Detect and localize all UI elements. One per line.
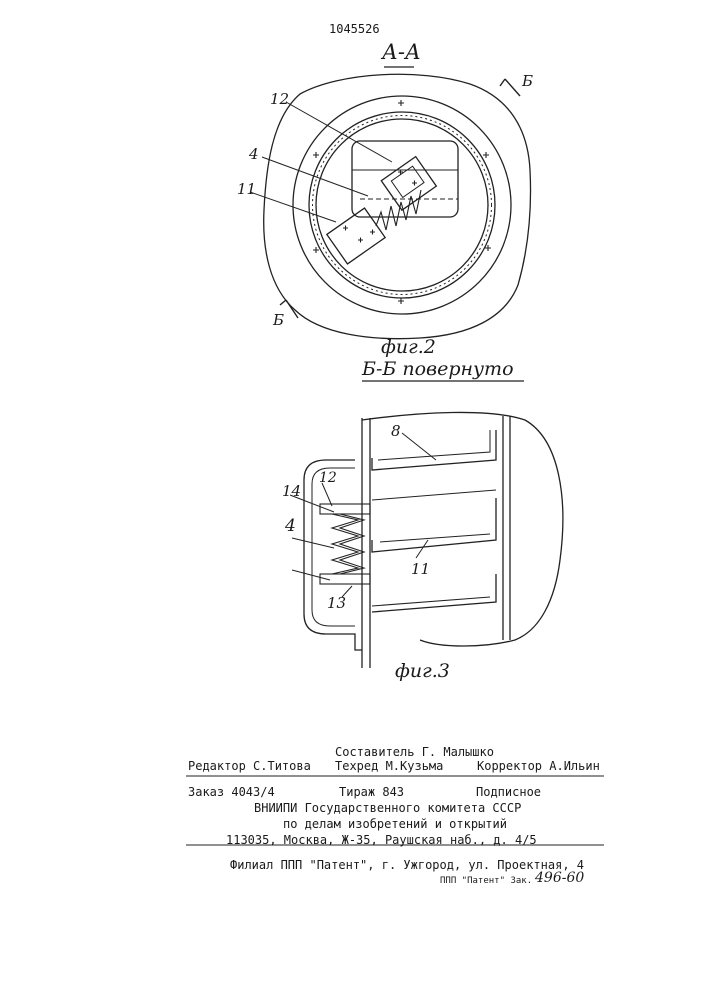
fig2-block-12 [381,157,436,211]
fig3-label-14: 14 [282,482,301,500]
imprint-org-line2: по делам изобретений и открытий [283,817,507,831]
fig3-cup-11 [372,498,496,552]
fig3-label-13: 13 [327,594,346,612]
imprint-order: Заказ 4043/4 [188,785,275,799]
fig3-caption: фиг.3 [395,660,450,682]
fig2-label-11: 11 [237,180,256,198]
imprint-compiler: Составитель Г. Малышко [335,745,494,759]
imprint-circulation: Тираж 843 [339,785,404,799]
imprint-org-line1: ВНИИПИ Государственного комитета СССР [254,801,521,815]
imprint-stamp-hand: 496-60 [535,870,584,886]
imprint-editor: Редактор С.Титова [188,759,311,773]
fig2-cut-mark-top: Б [522,72,533,90]
imprint-subscription: Подписное [476,785,541,799]
fig3-drawing [290,381,563,668]
fig2-window [352,141,458,217]
fig2-outer-boundary [264,74,531,338]
fig3-label-8: 8 [391,422,401,440]
fig2-caption: фиг.2 [381,336,436,358]
fig3-cup-lower [372,574,496,612]
fig3-label-12: 12 [319,470,337,486]
imprint-techred: Техред М.Кузьма [335,759,443,773]
fig2-spring-4 [376,190,421,230]
imprint-address: 113035, Москва, Ж-35, Раушская наб., д. … [226,833,537,847]
imprint-corrector: Корректор А.Ильин [477,759,600,773]
fig2-cut-mark-bottom: Б [273,311,284,329]
fig2-label-12: 12 [270,90,289,108]
imprint-stamp-print: ППП "Патент" Зак. [440,876,532,886]
imprint-branch: Филиал ППП "Патент", г. Ужгород, ул. Про… [230,858,584,872]
fig3-label-4: 4 [285,516,296,536]
fig2-label-4: 4 [249,145,259,163]
fig2-drawing [250,67,531,339]
fig3-section-label: Б-Б повернуто [362,358,514,380]
fig2-section-label: А-А [382,40,421,64]
fig3-label-11: 11 [411,560,430,578]
